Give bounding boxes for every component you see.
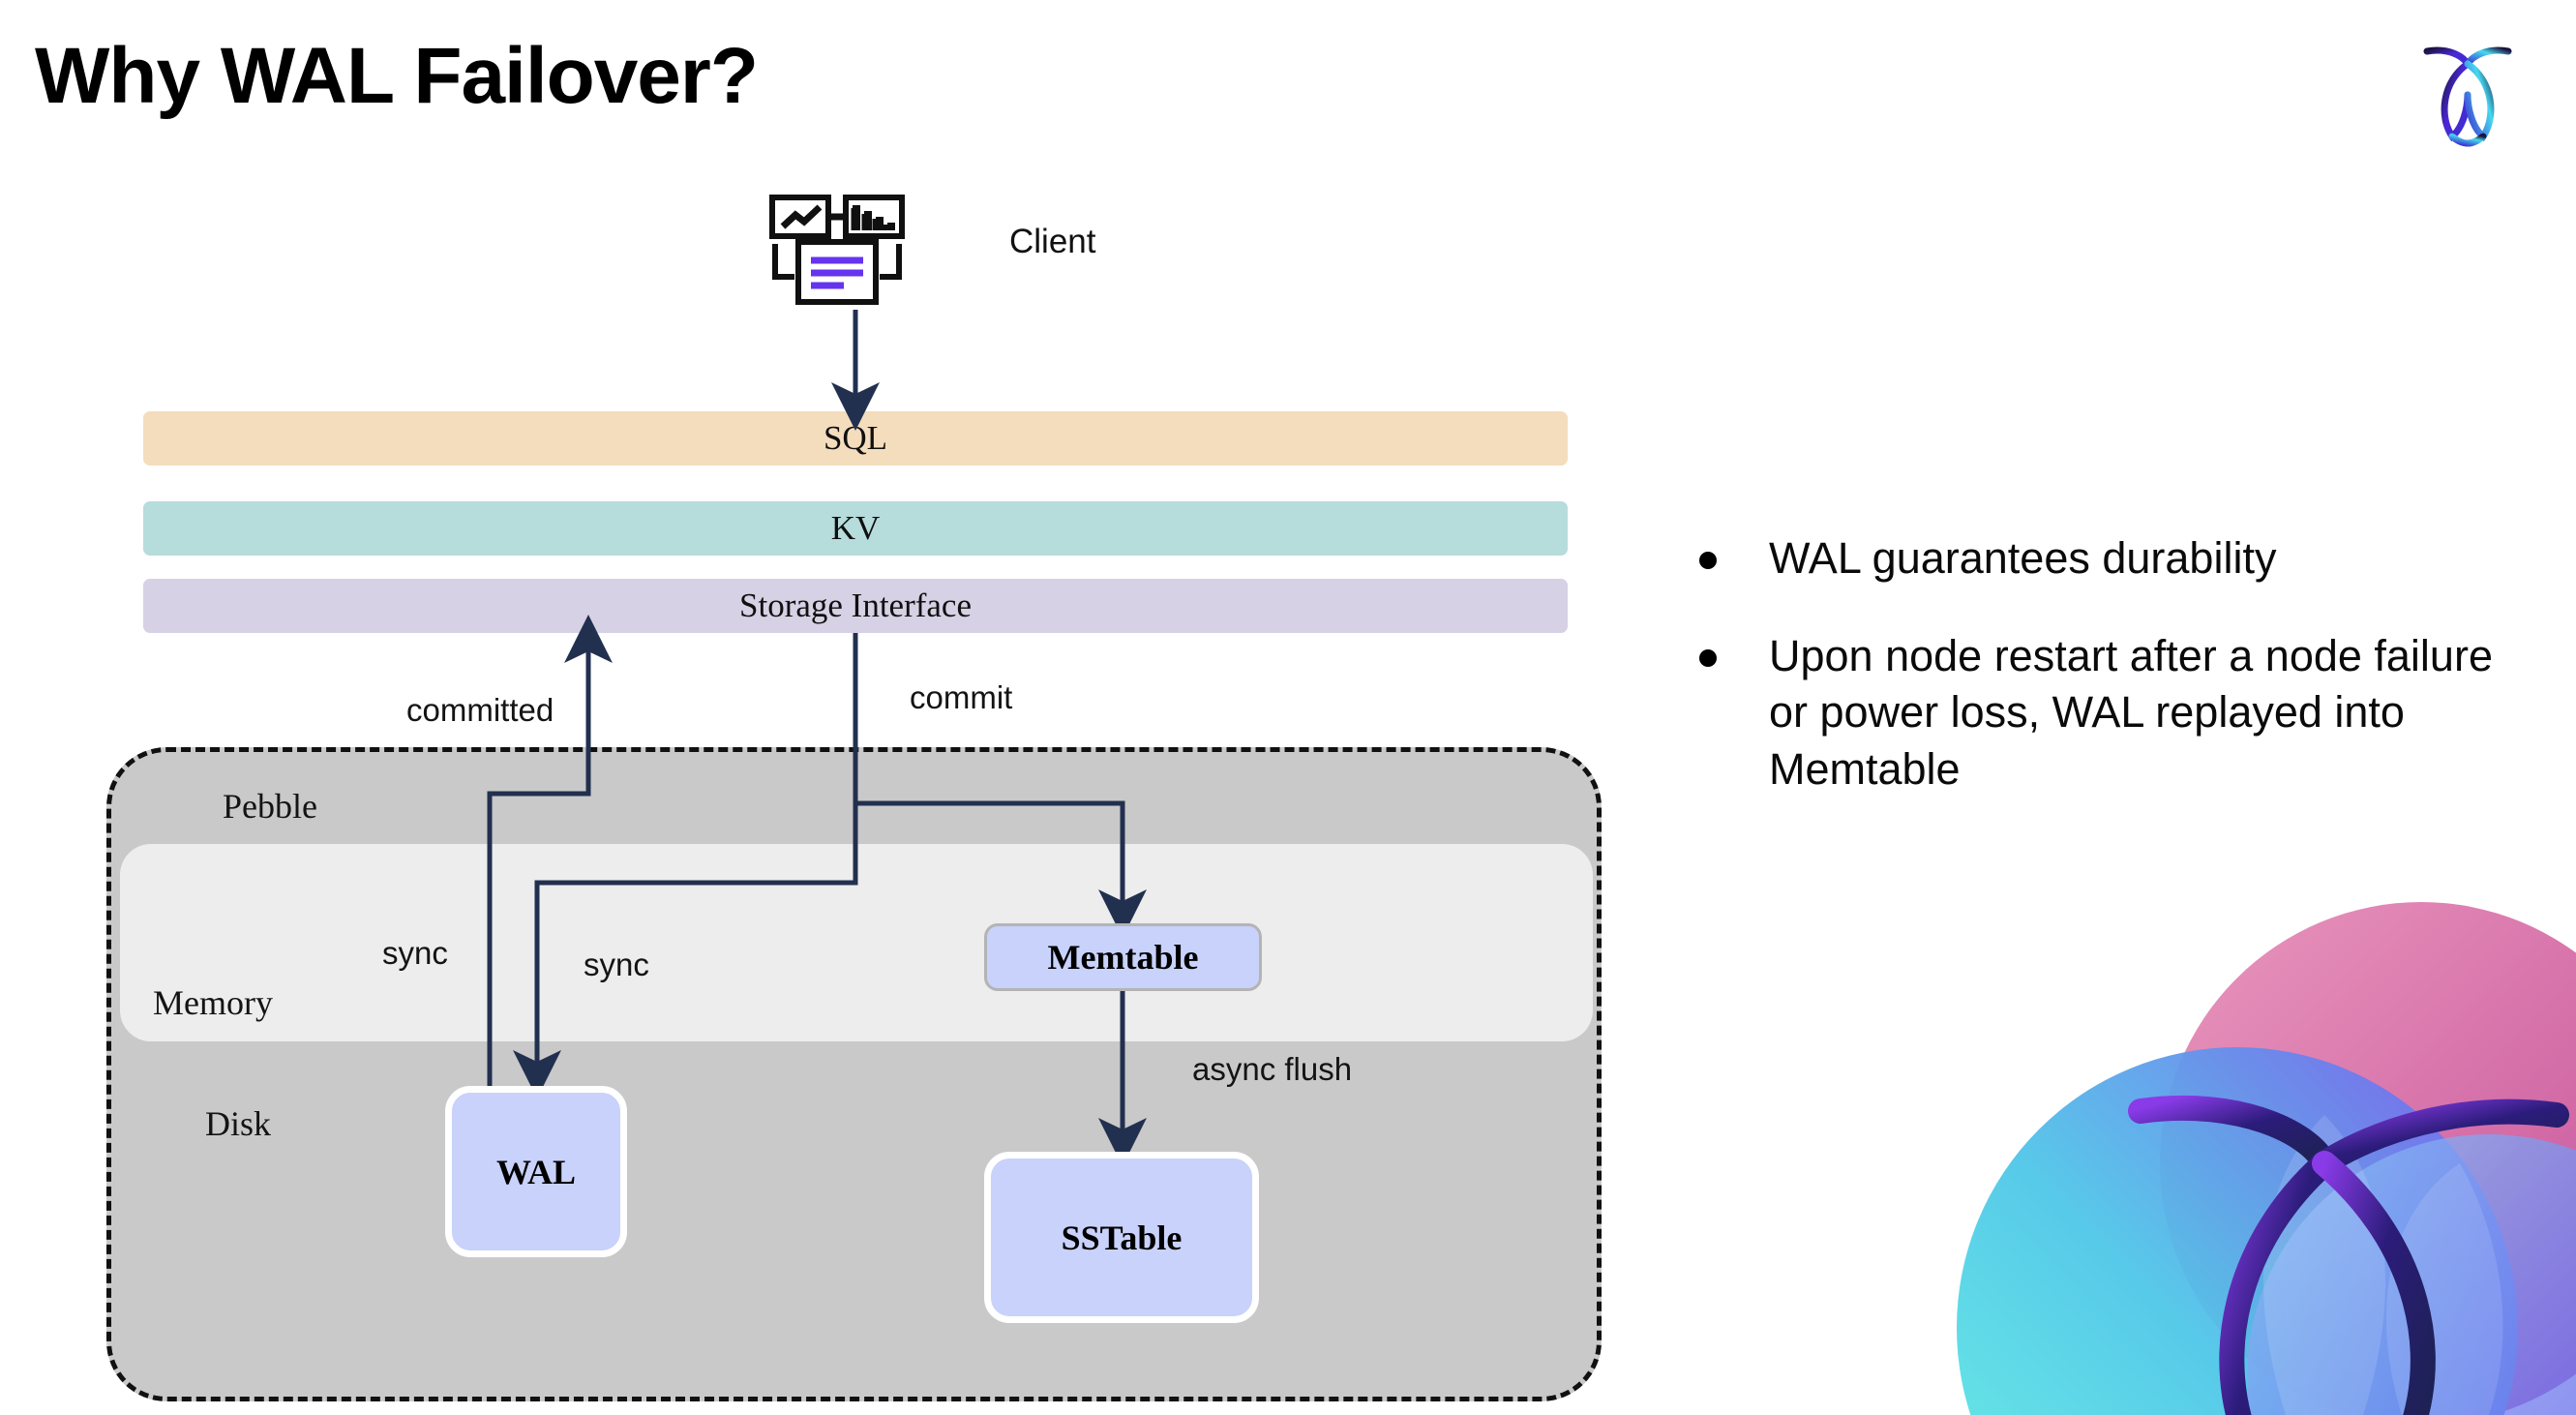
bullet-text: WAL guarantees durability [1769, 533, 2277, 583]
layer-kv-label: KV [830, 509, 881, 547]
client-dashboard-icon [769, 195, 905, 305]
flow-label-sync-left: sync [382, 935, 448, 971]
node-memtable: Memtable [984, 923, 1262, 991]
layer-sql: SQL [143, 411, 1568, 466]
layer-storage-interface: Storage Interface [143, 579, 1568, 633]
layer-sql-label: SQL [823, 419, 888, 457]
memory-region [120, 844, 1593, 1041]
node-wal-label: WAL [495, 1152, 577, 1191]
flow-label-committed: committed [406, 692, 554, 728]
node-sstable: SSTable [984, 1152, 1259, 1323]
layer-storage-interface-label: Storage Interface [739, 587, 972, 624]
node-wal: WAL [445, 1086, 627, 1257]
bullet-dot-icon [1699, 552, 1717, 569]
node-memtable-label: Memtable [1047, 938, 1199, 977]
decorative-brand-artwork [1957, 902, 2576, 1415]
bullet-dot-icon [1699, 648, 1717, 667]
flow-label-commit: commit [910, 679, 1013, 715]
list-item: Upon node restart after a node failure o… [1699, 628, 2512, 798]
page-title: Why WAL Failover? [35, 32, 759, 120]
list-item: WAL guarantees durability [1699, 530, 2512, 587]
pebble-label: Pebble [223, 787, 317, 826]
disk-label: Disk [205, 1104, 272, 1143]
bullet-text: Upon node restart after a node failure o… [1769, 630, 2493, 794]
client-label: Client [1009, 223, 1096, 260]
flow-label-async-flush: async flush [1192, 1051, 1353, 1087]
node-sstable-label: SSTable [1061, 1218, 1183, 1257]
cockroachdb-logo-icon [2423, 46, 2512, 147]
flow-label-sync-right: sync [584, 947, 649, 982]
bullet-list: WAL guarantees durability Upon node rest… [1699, 530, 2512, 838]
memory-label: Memory [153, 983, 273, 1022]
layer-kv: KV [143, 501, 1568, 556]
